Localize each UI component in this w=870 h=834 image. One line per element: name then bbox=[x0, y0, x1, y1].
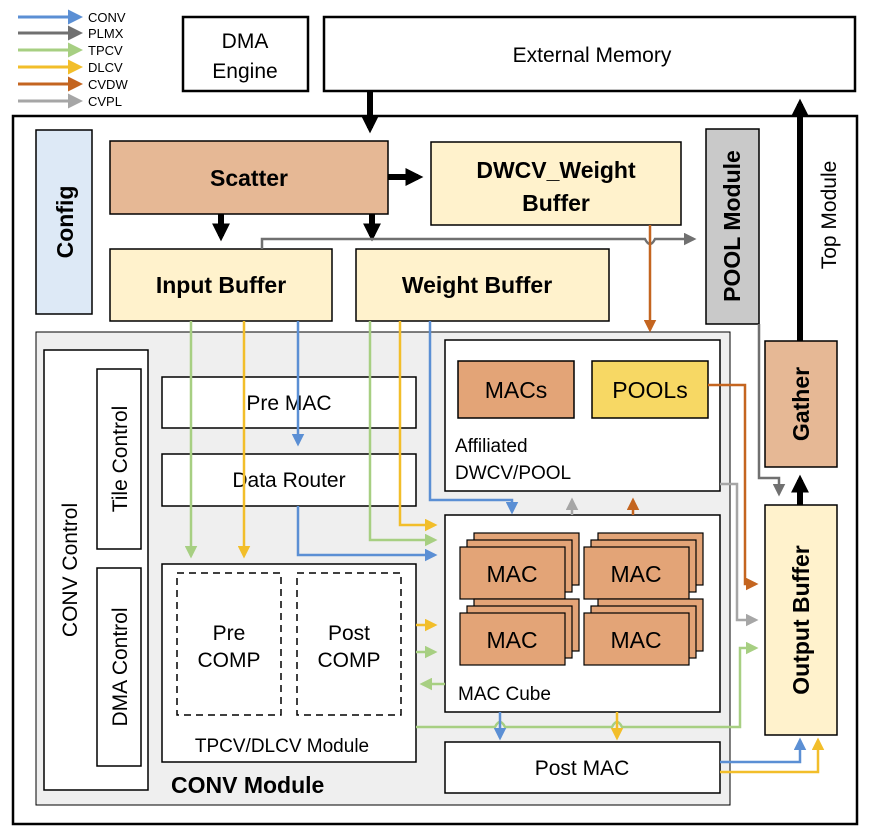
dma-control-block bbox=[96, 567, 142, 767]
dma-engine-block bbox=[181, 15, 310, 93]
pre-mac-block bbox=[161, 376, 417, 429]
cvpl-affiliated-to-output-arrow bbox=[720, 482, 759, 627]
pools-label: POOLs bbox=[612, 377, 687, 403]
mac-unit-3: MAC bbox=[459, 598, 580, 666]
conv-module-label: CONV Module bbox=[171, 772, 324, 798]
dlcv-postmac-to-output-arrow bbox=[720, 737, 825, 774]
mac-unit-1: MAC bbox=[459, 532, 580, 600]
pre-comp-block bbox=[176, 572, 282, 716]
dwcv-weight-label-2: Buffer bbox=[522, 190, 590, 216]
gather-label: Gather bbox=[788, 367, 814, 441]
post-mac-label: Post MAC bbox=[535, 757, 630, 780]
dlcv-weight-to-maccube-arrow bbox=[398, 321, 438, 532]
legend-cvdw-label: CVDW bbox=[88, 77, 128, 92]
mac-label-2: MAC bbox=[610, 561, 661, 587]
config-label: Config bbox=[52, 186, 78, 259]
post-mac-block bbox=[444, 741, 721, 794]
pre-comp-label-1: Pre bbox=[213, 622, 246, 645]
post-comp-block bbox=[296, 572, 402, 716]
affiliated-label-1: Affiliated bbox=[455, 436, 528, 457]
input-buffer-label: Input Buffer bbox=[156, 272, 286, 298]
external-memory-label: External Memory bbox=[513, 44, 672, 67]
tpcv-dlcv-module-label: TPCV/DLCV Module bbox=[195, 736, 369, 757]
input-buffer-block bbox=[109, 248, 333, 322]
post-comp-label-1: Post bbox=[328, 622, 370, 645]
mac-label-4: MAC bbox=[610, 627, 661, 653]
top-module-frame bbox=[11, 114, 859, 826]
config-block bbox=[35, 129, 93, 315]
plmx-input-to-pool-arrow bbox=[260, 232, 697, 249]
weight-buffer-label: Weight Buffer bbox=[402, 272, 552, 298]
dwcv-weight-label-1: DWCV_Weight bbox=[476, 157, 636, 183]
output-buffer-block bbox=[764, 504, 838, 736]
pre-mac-label: Pre MAC bbox=[246, 392, 331, 415]
legend-plmx-label: PLMX bbox=[88, 26, 124, 41]
dma-engine-label-1: DMA bbox=[222, 30, 269, 53]
dma-control-label: DMA Control bbox=[109, 607, 132, 726]
conv-control-label: CONV Control bbox=[59, 503, 82, 637]
mac-label-3: MAC bbox=[486, 627, 537, 653]
legend-tpcv-label: TPCV bbox=[88, 43, 123, 58]
external-memory-block bbox=[322, 15, 857, 93]
affiliated-label-2: DWCV/POOL bbox=[455, 463, 571, 484]
data-router-label: Data Router bbox=[232, 469, 345, 492]
pool-module-block bbox=[705, 128, 760, 325]
top-module-label: Top Module bbox=[818, 161, 841, 270]
pre-comp-label-2: COMP bbox=[198, 649, 261, 672]
conv-weight-to-maccube-arrow bbox=[428, 321, 519, 515]
data-router-block bbox=[161, 453, 417, 507]
legend-cvpl-label: CVPL bbox=[88, 94, 122, 109]
mac-label-1: MAC bbox=[486, 561, 537, 587]
tile-control-label: Tile Control bbox=[109, 406, 132, 513]
scatter-block bbox=[109, 140, 389, 215]
gather-block bbox=[764, 340, 838, 468]
macs-label: MACs bbox=[485, 377, 548, 403]
legend-conv-label: CONV bbox=[88, 10, 126, 25]
tpcv-weight-to-maccube-arrow bbox=[368, 321, 438, 547]
post-comp-label-2: COMP bbox=[318, 649, 381, 672]
mac-cube-label: MAC Cube bbox=[458, 684, 551, 705]
tile-control-block bbox=[96, 368, 142, 550]
main-data-arrows bbox=[212, 91, 809, 505]
conv-router-to-maccube-arrow bbox=[296, 506, 438, 562]
flow-arrows bbox=[184, 225, 825, 774]
dma-engine-label-2: Engine bbox=[212, 60, 277, 83]
legend-dlcv-label: DLCV bbox=[88, 60, 123, 75]
plmx-pool-to-output-arrow bbox=[757, 324, 786, 497]
legend: CONV PLMX TPCV DLCV CVDW CVPL bbox=[18, 9, 128, 109]
mac-unit-4: MAC bbox=[583, 598, 704, 666]
mac-unit-2: MAC bbox=[583, 532, 704, 600]
conv-postmac-to-output-arrow bbox=[720, 737, 807, 764]
scatter-label: Scatter bbox=[210, 165, 288, 191]
tpcv-module-to-output-arrow bbox=[416, 641, 759, 729]
weight-buffer-block bbox=[355, 248, 610, 322]
pool-module-label: POOL Module bbox=[719, 150, 745, 302]
cvdw-pools-to-output-arrow bbox=[708, 383, 759, 591]
dwcv-weight-buffer-block bbox=[430, 141, 682, 226]
output-buffer-label: Output Buffer bbox=[788, 545, 814, 695]
pools-block bbox=[591, 360, 709, 419]
macs-block bbox=[457, 360, 575, 419]
